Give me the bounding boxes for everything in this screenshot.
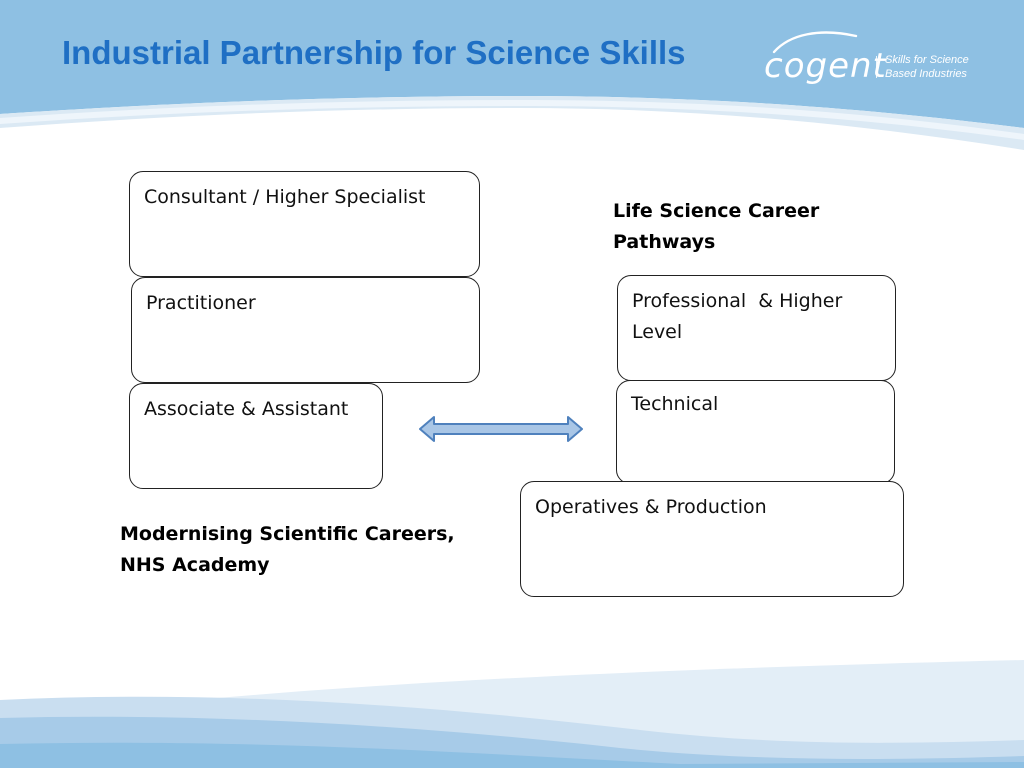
caption-modernising-scientific-careers: Modernising Scientific Careers, NHS Acad… <box>120 519 455 581</box>
box-practitioner: Practitioner <box>131 277 480 383</box>
logo-swoosh-icon <box>772 31 858 54</box>
box-consultant-higher-specialist: Consultant / Higher Specialist <box>129 171 480 277</box>
box-operatives-production: Operatives & Production <box>520 481 904 597</box>
heading-line1: Life Science Career <box>613 200 820 222</box>
logo-tagline-line2: Based Industries <box>885 68 967 80</box>
header-band <box>0 0 1024 128</box>
header-wave-highlight <box>0 100 1024 140</box>
caption-line2: NHS Academy <box>120 554 270 576</box>
logo-wordmark: cogent <box>764 46 887 86</box>
heading-line2: Pathways <box>613 231 716 253</box>
box-technical: Technical <box>616 380 895 484</box>
logo-divider <box>876 56 877 78</box>
box-professional-higher-level: Professional & Higher Level <box>617 275 896 381</box>
cogent-logo: cogent Skills for Science Based Industri… <box>764 26 984 88</box>
logo-tagline-line1: Skills for Science <box>885 54 969 66</box>
box-associate-assistant: Associate & Assistant <box>129 383 383 489</box>
logo-tagline: Skills for Science Based Industries <box>885 53 985 81</box>
double-arrow-icon <box>419 416 583 442</box>
caption-line1: Modernising Scientific Careers, <box>120 523 455 545</box>
footer-band <box>0 742 1024 768</box>
heading-life-science-career-pathways: Life Science Career Pathways <box>613 196 819 258</box>
slide-title: Industrial Partnership for Science Skill… <box>62 34 686 71</box>
